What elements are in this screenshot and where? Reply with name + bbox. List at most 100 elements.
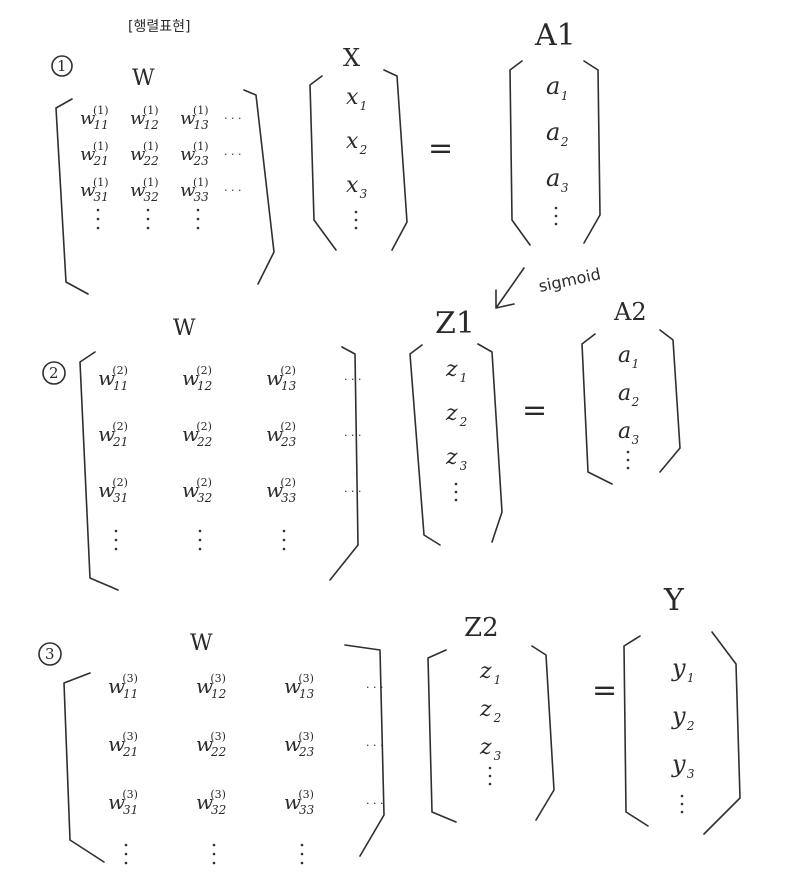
svg-text:(3): (3): [210, 730, 226, 743]
y-dots: [680, 794, 684, 814]
svg-text:1: 1: [561, 89, 569, 103]
w-entry-31: w31(1): [80, 176, 109, 204]
step-1-input-left-bracket: [309, 75, 337, 251]
w-entry-33: w33(3): [284, 788, 315, 817]
w-entry-22: w22(2): [182, 420, 212, 449]
a-dots: [554, 206, 558, 226]
svg-text:z: z: [479, 697, 492, 722]
step-1-input-right-bracket: [383, 69, 408, 251]
svg-text:w: w: [130, 108, 146, 129]
step-3: 3 W w11(3)w12(3)w13(3)· · ·w21(3)w22(3)w…: [38, 583, 741, 865]
svg-text:12: 12: [197, 379, 212, 393]
svg-text:w: w: [180, 144, 196, 165]
svg-text:w: w: [80, 180, 96, 201]
w-entry-11: w11(1): [80, 104, 109, 132]
w-row-ellipsis: · · ·: [224, 112, 241, 125]
svg-text:w: w: [80, 108, 96, 129]
step-3-number: 3: [45, 645, 55, 663]
step-2-number-circle: [42, 361, 66, 385]
w-entry-32: w32(2): [182, 476, 212, 505]
w-entry-11: w11(2): [98, 364, 128, 393]
svg-text:1: 1: [360, 99, 368, 113]
step-2-output-right-bracket: [659, 329, 681, 473]
svg-text:(3): (3): [122, 730, 138, 743]
step-2-output-label: A2: [613, 298, 647, 326]
w-column-dots: [114, 529, 118, 551]
w-column-dots: [212, 843, 216, 865]
svg-text:23: 23: [280, 435, 297, 449]
w-row-ellipsis: · · ·: [366, 797, 383, 810]
svg-text:(2): (2): [112, 420, 128, 433]
svg-text:3: 3: [460, 459, 468, 473]
step-2-input-label: Z1: [435, 306, 475, 341]
w-row-ellipsis: · · ·: [344, 373, 361, 386]
svg-text:z: z: [479, 659, 492, 684]
step-1: 1 W w11(1)w12(1)w13(1)· · ·w21(1)w22(1)w…: [51, 18, 602, 309]
svg-text:x: x: [346, 129, 359, 154]
svg-text:(1): (1): [93, 140, 109, 153]
svg-text:(3): (3): [298, 672, 314, 685]
svg-text:31: 31: [123, 803, 138, 817]
svg-text:(1): (1): [93, 176, 109, 189]
svg-text:12: 12: [144, 118, 159, 132]
svg-text:3: 3: [632, 433, 640, 447]
svg-text:32: 32: [211, 803, 226, 817]
w-column-dots: [146, 208, 150, 230]
w-row-ellipsis: · · ·: [366, 739, 383, 752]
svg-text:x: x: [346, 85, 359, 110]
svg-text:a: a: [546, 72, 560, 100]
svg-text:21: 21: [122, 745, 138, 759]
svg-text:(2): (2): [196, 364, 212, 377]
svg-text:w: w: [196, 790, 213, 814]
svg-text:(2): (2): [196, 476, 212, 489]
w-row-ellipsis: · · ·: [224, 148, 241, 161]
svg-text:21: 21: [112, 435, 128, 449]
w-entry-31: w31(2): [98, 476, 128, 505]
svg-text:2: 2: [560, 135, 569, 149]
step-3-w-right-bracket: [344, 644, 385, 857]
svg-text:w: w: [196, 674, 213, 698]
svg-text:(1): (1): [143, 140, 159, 153]
svg-text:(3): (3): [122, 788, 138, 801]
step-2-output-left-bracket: [581, 333, 613, 485]
w-entry-32: w32 (3): [196, 788, 226, 817]
w-row-ellipsis: · · ·: [224, 184, 241, 197]
svg-text:y: y: [671, 702, 686, 730]
svg-text:13: 13: [281, 379, 297, 393]
svg-text:w: w: [284, 732, 301, 756]
step-1-w-left-bracket: [55, 98, 89, 295]
svg-text:(2): (2): [280, 420, 296, 433]
svg-text:1: 1: [687, 671, 695, 685]
w-column-dots: [96, 208, 100, 230]
svg-text:22: 22: [210, 745, 226, 759]
svg-text:(3): (3): [210, 788, 226, 801]
svg-text:23: 23: [298, 745, 315, 759]
step-2-w-label: W: [173, 316, 196, 341]
svg-text:21: 21: [93, 154, 109, 168]
a-dots: [626, 450, 630, 470]
svg-text:z: z: [445, 401, 458, 426]
svg-text:2: 2: [631, 395, 640, 409]
svg-text:z: z: [479, 735, 492, 760]
svg-text:32: 32: [197, 491, 212, 505]
svg-text:w: w: [284, 674, 301, 698]
svg-text:y: y: [671, 654, 686, 682]
w-entry-12: w12(2): [182, 364, 212, 393]
svg-text:33: 33: [299, 803, 315, 817]
svg-text:33: 33: [194, 190, 210, 204]
svg-text:3: 3: [360, 187, 368, 201]
svg-text:11: 11: [113, 379, 128, 393]
